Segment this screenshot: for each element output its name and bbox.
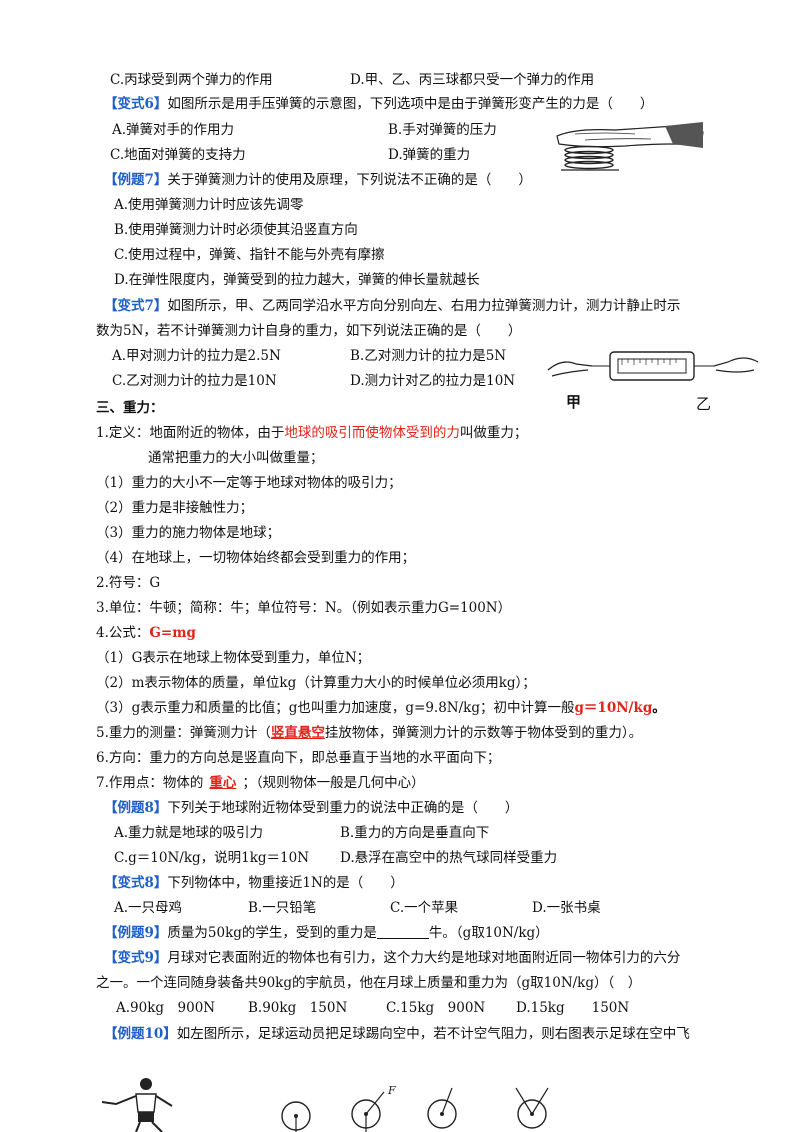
variant-9-question: 【变式9】月球对它表面附近的物体也有引力，这个力大约是地球对地面附近同一物体引力… [104, 948, 680, 968]
formula-note-1: （1）G表示在地球上物体受到重力，单位N； [96, 650, 371, 666]
option-d: D.弹簧的重力 [388, 147, 471, 163]
action-point-line: 7.作用点：物体的重心 ；（规则物体一般是几何中心） [96, 773, 425, 793]
example-tag: 【例题7】 [104, 172, 168, 188]
option-a: A.重力就是地球的吸引力 [114, 825, 264, 841]
formula-note-3: （3）g表示重力和质量的比值；g也叫重力加速度，g=9.8N/kg；初中计算一般… [96, 698, 666, 718]
symbol-line: 2.符号：G [96, 575, 161, 591]
option-c: C.一个苹果 [390, 900, 459, 916]
option-a: A.弹簧对手的作用力 [112, 122, 235, 138]
text: 叫做重力； [459, 425, 528, 441]
example-tag: 【例题10】 [104, 1026, 177, 1042]
highlight-text: 地球的吸引而使物体受到的力 [284, 425, 460, 441]
formula-note-2: （2）m表示物体的质量，单位kg（计算重力大小的时候单位必须用kg）； [96, 675, 536, 691]
answer-blank[interactable] [376, 924, 429, 939]
highlight-text: 竖直悬空 [270, 725, 325, 741]
formula: G=mg [149, 625, 196, 641]
question-text-continued: 之一。一个连同随身装备共90kg的宇航员，他在月球上质量和重力为（g取10N/k… [96, 975, 642, 991]
option-a: A.使用弹簧测力计时应该先调零 [114, 197, 304, 213]
point-1: （1）重力的大小不一定等于地球对物体的吸引力； [96, 475, 402, 491]
unit-line: 3.单位：牛顿；简称：牛；单位符号：N。（例如表示重力G=100N） [96, 600, 512, 616]
point-4: （4）在地球上，一切物体始终都会受到重力的作用； [96, 550, 416, 566]
point-3: （3）重力的施力物体是地球； [96, 525, 281, 541]
option-a: A.甲对测力计的拉力是2.5N [112, 348, 281, 364]
question-text: 下列物体中，物重接近1N的是（ ） [167, 875, 404, 891]
variant-tag: 【变式8】 [104, 875, 168, 891]
example-10-question: 【例题10】如左图所示，足球运动员把足球踢向空中，若不计空气阻力，则右图表示足球… [104, 1024, 690, 1044]
option-d: D.悬浮在高空中的热气球同样受重力 [340, 850, 558, 866]
example-7-question: 【例题7】关于弹簧测力计的使用及原理，下列说法不正确的是（ ） [104, 170, 532, 190]
option-c: C.地面对弹簧的支持力 [110, 147, 246, 163]
example-8-question: 【例题8】下列关于地球附近物体受到重力的说法中正确的是（ ） [104, 798, 518, 818]
text: 4.公式： [96, 625, 150, 641]
question-text: 牛。（g取10N/kg） [428, 925, 549, 941]
option-c: C.乙对测力计的拉力是10N [112, 373, 277, 389]
example-tag: 【例题8】 [104, 800, 168, 816]
definition-1-note: 通常把重力的大小叫做重量； [148, 450, 324, 466]
highlight-text: 重心 [209, 775, 237, 791]
variant-tag: 【变式9】 [104, 950, 168, 966]
spring-scale-figure [547, 351, 759, 381]
text: 1.定义：地面附近的物体，由于 [96, 425, 285, 441]
option-b: B.重力的方向是垂直向下 [340, 825, 490, 841]
text: 挂放物体，弹簧测力计的示数等于物体受到的重力）。 [324, 725, 643, 741]
variant-tag: 【变式6】 [104, 96, 168, 112]
text: 。 [652, 700, 666, 716]
option-d: D.在弹性限度内，弹簧受到的拉力越大，弹簧的伸长量就越长 [114, 272, 480, 288]
question-text: 质量为50kg的学生，受到的重力是 [167, 925, 377, 941]
option-a: A.90kg 900N [116, 1000, 216, 1016]
hand-spring-figure [556, 122, 704, 171]
option-a: A.一只母鸡 [114, 900, 183, 916]
option-c: C.15kg 900N [386, 1000, 486, 1016]
variant-6-question: 【变式6】如图所示是用手压弹簧的示意图，下列选项中是由于弹簧形变产生的力是（ ） [104, 94, 653, 114]
option-b: B.手对弹簧的压力 [388, 122, 497, 138]
football-player-figure [101, 1078, 173, 1132]
text: ；（规则物体一般是几何中心） [242, 775, 425, 791]
option-c-ball [427, 1087, 457, 1129]
point-2: （2）重力是非接触性力； [96, 500, 254, 516]
option-b-ball [351, 1091, 385, 1132]
option-c: C.使用过程中，弹簧、指针不能与外壳有摩擦 [114, 247, 385, 263]
text: （3）g表示重力和质量的比值；g也叫重力加速度，g=9.8N/kg；初中计算一般 [96, 700, 575, 716]
option-b: B.使用弹簧测力计时必须使其沿竖直方向 [114, 222, 358, 238]
question-text: 月球对它表面附近的物体也有引力，这个力大约是地球对地面附近同一物体引力的六分 [167, 950, 681, 966]
option-d-ball [515, 1087, 549, 1129]
variant-tag: 【变式7】 [104, 298, 168, 314]
variant-7-question: 【变式7】如图所示，甲、乙两同学沿水平方向分别向左、右用力拉弹簧测力计，测力计静… [104, 296, 680, 316]
option-c: C.丙球受到两个弹力的作用 [110, 72, 273, 88]
variant-8-question: 【变式8】下列物体中，物重接近1N的是（ ） [104, 873, 404, 893]
question-text-continued: 数为5N，若不计弹簧测力计自身的重力，如下列说法正确的是（ ） [96, 323, 522, 339]
option-b: B.一只铅笔 [248, 900, 317, 916]
option-a-ball [281, 1101, 311, 1132]
option-d: D.甲、乙、丙三球都只受一个弹力的作用 [350, 72, 595, 88]
question-text: 关于弹簧测力计的使用及原理，下列说法不正确的是（ ） [167, 172, 532, 188]
figure-label-yi: 乙 [696, 395, 712, 413]
question-text: 如图所示是用手压弹簧的示意图，下列选项中是由于弹簧形变产生的力是（ ） [167, 96, 654, 112]
section-heading: 三、重力： [96, 400, 164, 416]
question-text: 如图所示，甲、乙两同学沿水平方向分别向左、右用力拉弹簧测力计，测力计静止时示 [167, 298, 681, 314]
option-c: C.g＝10N/kg，说明1kg＝10N [114, 850, 310, 866]
text: 7.作用点：物体的 [96, 775, 204, 791]
example-tag: 【例题9】 [104, 925, 168, 941]
direction-line: 6.方向：重力的方向总是竖直向下，即总垂直于当地的水平面向下； [96, 750, 501, 766]
option-b: B.乙对测力计的拉力是5N [350, 348, 507, 364]
question-text: 下列关于地球附近物体受到重力的说法中正确的是（ ） [167, 800, 519, 816]
option-d: D.测力计对乙的拉力是10N [350, 373, 516, 389]
text: 5.重力的测量：弹簧测力计（ [96, 725, 271, 741]
option-b: B.90kg 150N [248, 1000, 348, 1016]
definition-1: 1.定义：地面附近的物体，由于地球的吸引而使物体受到的力叫做重力； [96, 423, 527, 443]
measurement-line: 5.重力的测量：弹簧测力计（竖直悬空挂放物体，弹簧测力计的示数等于物体受到的重力… [96, 723, 642, 743]
option-d: D.一张书桌 [532, 900, 601, 916]
option-d: D.15kg 150N [516, 1000, 630, 1016]
force-label: F [387, 1084, 396, 1097]
question-text: 如左图所示，足球运动员把足球踢向空中，若不计空气阻力，则右图表示足球在空中飞 [176, 1026, 690, 1042]
formula-line: 4.公式：G=mg [96, 623, 196, 643]
ball-force-options: F [281, 1084, 549, 1132]
highlight-text: g＝10N/kg [574, 700, 653, 716]
figure-label-jia: 甲 [566, 393, 582, 411]
example-9-question: 【例题9】质量为50kg的学生，受到的重力是 牛。（g取10N/kg） [104, 923, 549, 943]
